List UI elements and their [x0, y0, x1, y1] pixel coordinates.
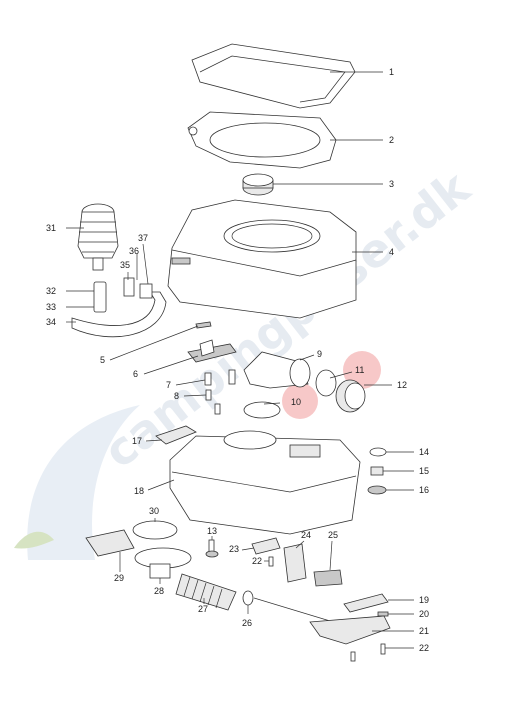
- callout-28: 28: [154, 586, 164, 596]
- part-17-bracket: [155, 425, 197, 445]
- callout-23: 23: [229, 544, 239, 554]
- callout-15: 15: [419, 466, 429, 476]
- callout-9: 9: [317, 349, 322, 359]
- callout-1: 1: [389, 67, 394, 77]
- part-2-seat: [187, 111, 337, 169]
- part-13-button: [205, 539, 219, 558]
- callout-7: 7: [166, 380, 171, 390]
- part-8-screw: [205, 389, 212, 401]
- callout-16: 16: [419, 485, 429, 495]
- part-24-bracket: [283, 543, 307, 583]
- callout-31: 31: [46, 223, 56, 233]
- part-15-spring: [370, 466, 384, 476]
- callout-13: 13: [207, 526, 217, 536]
- callout-8: 8: [174, 391, 179, 401]
- part-23-bracket: [251, 537, 281, 555]
- part-12-cap: [335, 379, 366, 413]
- part-34-hose: [71, 277, 167, 338]
- callout-30: 30: [149, 506, 159, 516]
- part-3-cap: [242, 173, 274, 196]
- callout-24: 24: [301, 530, 311, 540]
- callout-22b: 22: [419, 643, 429, 653]
- watermark-leaf: [14, 531, 54, 549]
- part-21-handle: [253, 597, 391, 645]
- part-22a-screw: [268, 556, 274, 567]
- part-30-ring: [132, 520, 178, 540]
- part-25-block: [313, 569, 343, 587]
- part-screw-bottom: [350, 651, 356, 662]
- part-5-pin: [195, 321, 212, 329]
- callout-34: 34: [46, 317, 56, 327]
- callout-14: 14: [419, 447, 429, 457]
- callout-18: 18: [134, 486, 144, 496]
- callout-26: 26: [242, 618, 252, 628]
- part-7-screw: [204, 372, 212, 386]
- callout-4: 4: [389, 247, 394, 257]
- callout-5: 5: [100, 355, 105, 365]
- part-6-valve-handle: [187, 339, 237, 363]
- highlight-10: [282, 383, 318, 419]
- part-14-knob: [369, 447, 387, 457]
- leader-lines: [66, 71, 414, 649]
- part-9-outlet-pipe: [243, 351, 311, 389]
- callout-19: 19: [419, 595, 429, 605]
- callout-12: 12: [397, 380, 407, 390]
- part-26-washer: [242, 590, 254, 606]
- callout-33: 33: [46, 302, 56, 312]
- part-screw: [228, 369, 236, 385]
- part-19-slide: [343, 593, 389, 613]
- callout-17: 17: [132, 436, 142, 446]
- part-29-plate: [85, 529, 135, 557]
- part-32-33-tube: [93, 281, 107, 313]
- callout-32: 32: [46, 286, 56, 296]
- part-18-lower-tank: [169, 430, 361, 535]
- part-27-bellows: [175, 573, 237, 611]
- part-20-spring: [377, 611, 389, 617]
- part-11-ring: [315, 369, 337, 397]
- watermark-swoosh: [27, 405, 140, 560]
- callout-20: 20: [419, 609, 429, 619]
- part-4-upper-tank: [167, 199, 357, 319]
- callout-35: 35: [120, 260, 130, 270]
- callout-37: 37: [138, 233, 148, 243]
- callout-3: 3: [389, 179, 394, 189]
- callout-36: 36: [129, 246, 139, 256]
- callout-labels: 1 2 3 4 5 6 7 8 9 10 11 12 13 14 15 16 1…: [46, 67, 429, 653]
- highlight-11: [343, 351, 381, 389]
- part-10-oring: [243, 401, 281, 419]
- part-1-lid: [191, 43, 356, 109]
- callout-21: 21: [419, 626, 429, 636]
- part-screw-small: [214, 403, 221, 415]
- callout-22a: 22: [252, 556, 262, 566]
- callout-10: 10: [291, 397, 301, 407]
- callout-29: 29: [114, 573, 124, 583]
- part-28-clamp: [134, 547, 192, 579]
- callout-11: 11: [355, 365, 364, 375]
- callout-2: 2: [389, 135, 394, 145]
- part-16-disc: [367, 485, 387, 495]
- callout-25: 25: [328, 530, 338, 540]
- callout-27: 27: [198, 604, 208, 614]
- part-22b-screw: [380, 643, 386, 655]
- part-31-bellows-pump: [77, 203, 119, 271]
- callout-6: 6: [133, 369, 138, 379]
